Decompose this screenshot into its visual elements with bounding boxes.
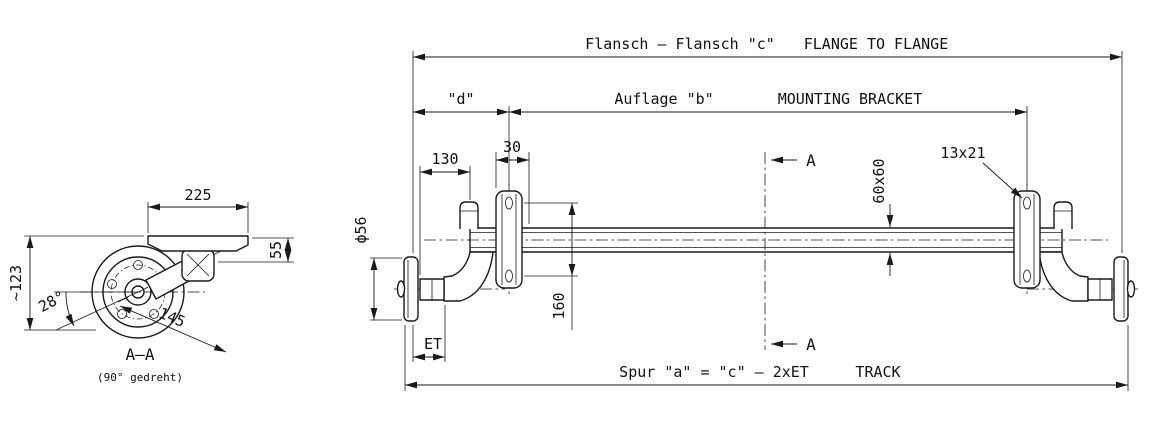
left-mounting-flange (495, 190, 523, 289)
section-view-title: A–A (126, 345, 155, 364)
dim-flange-label-de: Flansch – Flansch "c" (585, 35, 775, 53)
tube-section-diagonal (186, 253, 210, 277)
dim-60x60-label: 60x60 (870, 158, 888, 203)
right-bump-stop (1053, 201, 1073, 229)
dim-145-line (119, 305, 227, 353)
dim-55-label: 55 (267, 241, 285, 259)
left-swing-arm (443, 251, 494, 302)
dim-bracket-label-de: Auflage "b" (614, 90, 713, 108)
section-view-a-a: 225 ~123 28° 145 55 A–A (90° gedreht) (7, 186, 294, 384)
section-label-bottom: A (806, 335, 816, 354)
dim-225-label: 225 (184, 186, 211, 204)
right-swing-arm (1038, 251, 1089, 302)
dim-130-label: 130 (431, 150, 458, 168)
dim-track-label-en: TRACK (855, 363, 900, 381)
dim-30-label: 30 (503, 138, 521, 156)
left-end-flange (403, 256, 419, 322)
dim-160-label: 160 (550, 292, 568, 319)
slot-callout-label: 13x21 (940, 144, 985, 162)
dim-track-label-de: Spur "a" = "c" – 2xET (619, 363, 809, 381)
dim-et-label: ET (424, 335, 442, 353)
slot-callout-leader (982, 162, 1023, 199)
right-flange-slot-top (1023, 196, 1031, 210)
right-end-flange (1113, 256, 1129, 322)
bolt-hole (133, 260, 143, 270)
left-grease-cap (396, 280, 406, 298)
angle-arc (65, 291, 75, 327)
dim-28-label: 28° (35, 287, 67, 316)
dim-145-label: 145 (156, 304, 188, 331)
left-bump-stop (459, 201, 479, 229)
left-flange-slot-bottom (505, 269, 513, 283)
section-label-top: A (806, 151, 816, 170)
dim-bracket-label-en: MOUNTING BRACKET (778, 90, 923, 108)
front-view: Flansch – Flansch "c" FLANGE TO FLANGE "… (352, 35, 1138, 391)
right-mounting-flange (1013, 190, 1041, 289)
dim-flange-label-en: FLANGE TO FLANGE (804, 35, 949, 53)
right-grease-cap (1126, 280, 1136, 298)
bolt-hole (107, 279, 117, 289)
section-view-subtitle: (90° gedreht) (97, 371, 183, 384)
dim-phi56-label: ϕ56 (352, 216, 370, 243)
bracket-plate-section (147, 235, 249, 252)
left-flange-slot-top (505, 196, 513, 210)
dim-d-label: "d" (447, 90, 474, 108)
dim-123-label: ~123 (7, 265, 25, 301)
right-flange-slot-bottom (1023, 269, 1031, 283)
